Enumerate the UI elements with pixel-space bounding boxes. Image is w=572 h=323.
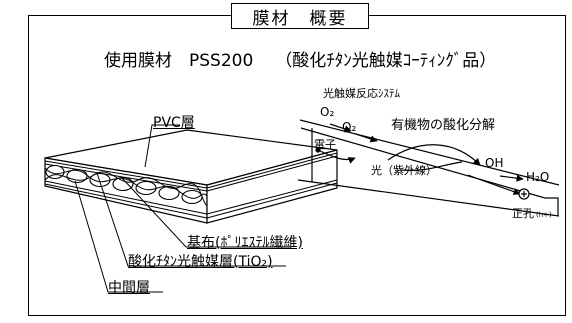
material-name: 使用膜材 PSS200 [104,51,254,71]
arrow-light [399,161,463,171]
reaction-diagram [297,119,560,217]
label-hole-text: 正孔 [512,207,534,220]
label-tio2-layer: 酸化ﾁﾀﾝ光触媒層(TiO₂) [128,254,273,270]
arrow-electron [317,149,356,164]
arrow-o2-2 [355,133,378,143]
material-note: （酸化ﾁﾀﾝ光触媒ｺｰﾃｨﾝｸﾞ品） [275,51,497,71]
arrow-o2-1 [329,123,352,133]
label-hole: 正孔(h+) [512,205,552,221]
electron-dot [315,147,321,153]
label-middle-layer: 中間層 [108,280,150,296]
reaction-heading: 光触媒反応ｼｽﾃﾑ [323,87,400,100]
weave-threads [44,167,208,207]
leader-tio2 [96,172,286,267]
material-subtitle: 使用膜材 PSS200 （酸化ﾁﾀﾝ光触媒ｺｰﾃｨﾝｸﾞ品） [104,46,496,71]
label-o2-second: O₂ [342,120,357,134]
leader-middle [74,180,163,293]
leader-lines [74,124,290,293]
label-pvc-layer: PVC層 [153,115,195,131]
label-oh: OH [485,156,504,170]
label-base-fabric: 基布(ﾎﾟﾘｴｽﾃﾙ繊維) [187,235,303,251]
label-hole-sub: (h+) [536,211,552,219]
leader-pvc [144,124,180,168]
arrow-oh [499,174,524,182]
hole-bracket [545,197,559,216]
arrow-organic [387,144,481,166]
arrow-hole [467,174,521,195]
label-h2o: H₂O [526,170,550,184]
label-light-uv: 光（紫外線） [371,164,437,177]
label-electron: 電子 [314,138,336,151]
membrane-cross-section [44,129,338,224]
leader-base-fabric [121,177,290,248]
label-o2-first: O₂ [320,105,335,119]
membrane-side-face [206,149,338,224]
label-organic-decomposition: 有機物の酸化分解 [391,118,496,133]
diagram-title: 膜材 概要 [231,3,369,29]
